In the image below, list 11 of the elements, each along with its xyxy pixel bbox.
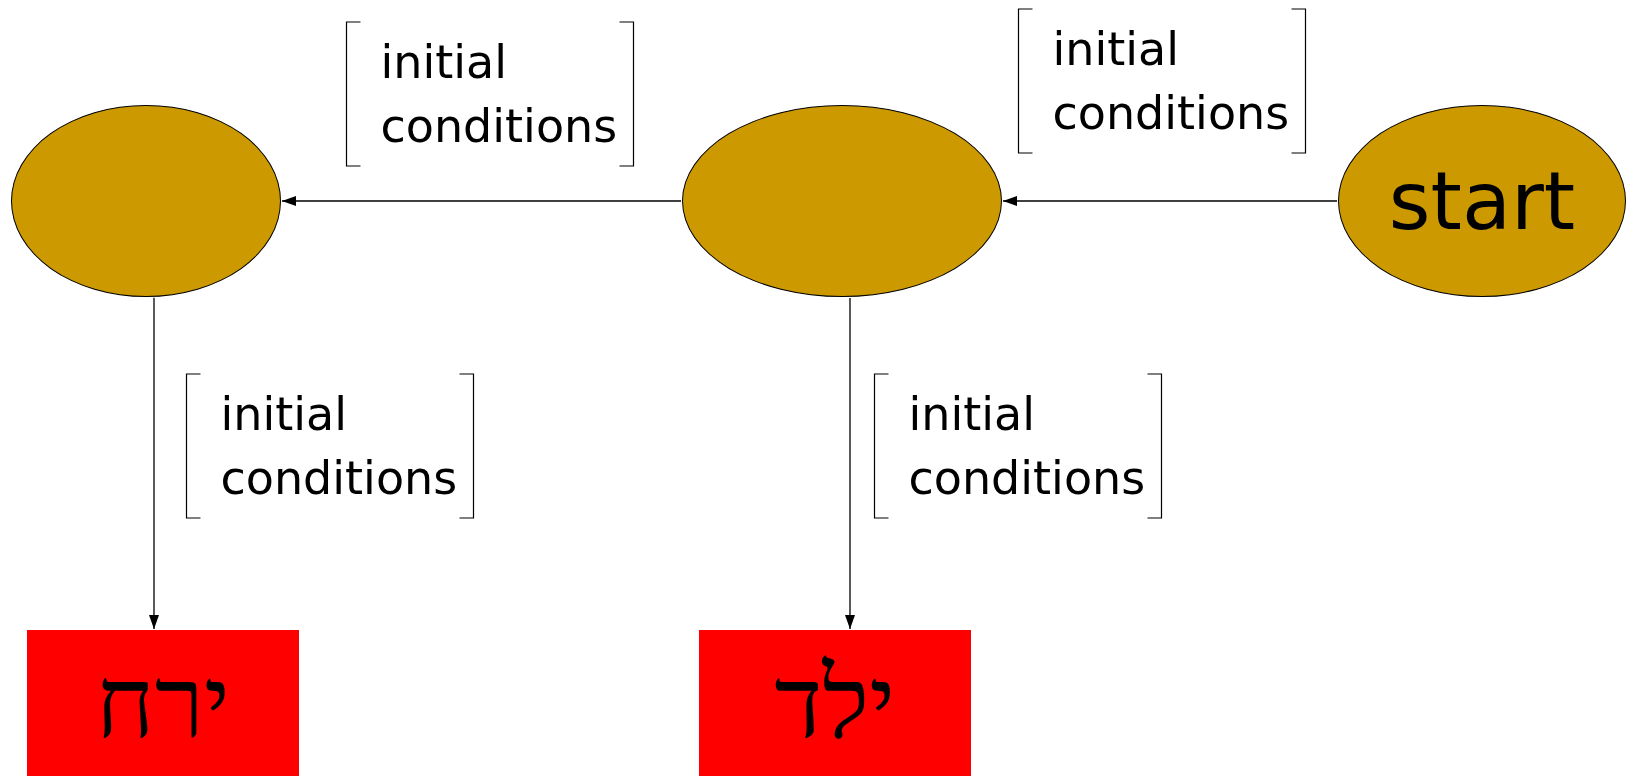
word-box: ילד <box>699 630 971 776</box>
word-box: ירח <box>27 630 299 776</box>
arrow <box>281 196 682 206</box>
edge-label: initial conditions <box>1052 21 1291 142</box>
edge-label: initial conditions <box>220 386 459 507</box>
arrow <box>845 297 855 630</box>
edge-label: initial conditions <box>908 386 1147 507</box>
start-ellipse: start <box>1338 105 1626 297</box>
arrow <box>1002 196 1338 206</box>
arrow <box>149 297 159 630</box>
edge-label: initial conditions <box>380 34 619 155</box>
